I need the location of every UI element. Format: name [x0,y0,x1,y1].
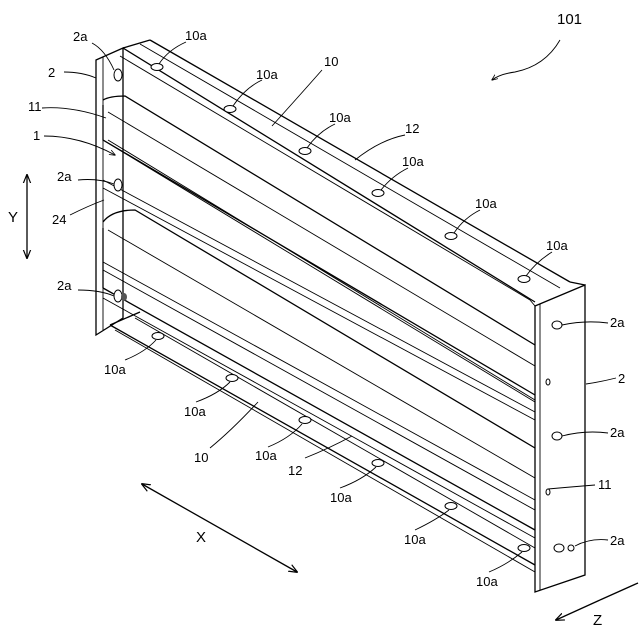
label-beam-hole-top-3: 10a [329,110,351,125]
label-plate-hole-right-middle: 2a [610,425,625,440]
label-beam-hole-bottom-2: 10a [184,404,206,419]
axis-label-x: X [196,529,206,546]
left-plate-holes [114,69,127,302]
label-plate-hole-left-middle: 2a [57,169,72,184]
label-beam-hole-top-6: 10a [546,238,568,253]
label-plate-hole-right-top: 2a [610,315,625,330]
upper-rib [103,96,535,420]
label-beam-hole-bottom-5: 10a [404,532,426,547]
label-plate-hole-right-bottom: 2a [610,533,625,548]
assembly-arrow [492,40,560,80]
label-edge-bottom: 12 [288,463,302,478]
label-beam-top: 10 [324,54,338,69]
label-beam-bottom: 10 [194,450,208,465]
label-rib-right: 11 [598,477,612,492]
label-edge-top: 12 [405,121,419,136]
label-plate-left: 2 [48,65,55,80]
top-beam [120,40,585,302]
label-assembly: 101 [557,11,582,28]
bottom-beam [110,312,535,572]
label-plate-hole-top-left: 2a [73,29,88,44]
label-beam-hole-top-2: 10a [256,67,278,82]
label-member: 1 [33,128,40,143]
label-beam-hole-bottom-3: 10a [255,448,277,463]
label-rib-left: 11 [28,99,42,114]
label-beam-hole-bottom-6: 10a [476,574,498,589]
lower-rib [103,210,535,538]
label-beam-hole-top-4: 10a [402,154,424,169]
label-plate-hole-left-bottom: 2a [57,278,72,293]
label-gap: 24 [52,212,66,227]
axis-label-y: Y [8,209,18,226]
axis-label-z: Z [593,612,602,629]
x-axis-arrow [142,484,297,572]
right-plate-holes [546,321,574,552]
member-arrow [44,136,115,155]
top-beam-holes [151,64,530,283]
label-beam-hole-top-5: 10a [475,196,497,211]
label-beam-hole-bottom-4: 10a [330,490,352,505]
label-plate-right: 2 [618,371,625,386]
label-beam-hole-bottom-1: 10a [104,362,126,377]
label-beam-hole-top-1: 10a [185,28,207,43]
